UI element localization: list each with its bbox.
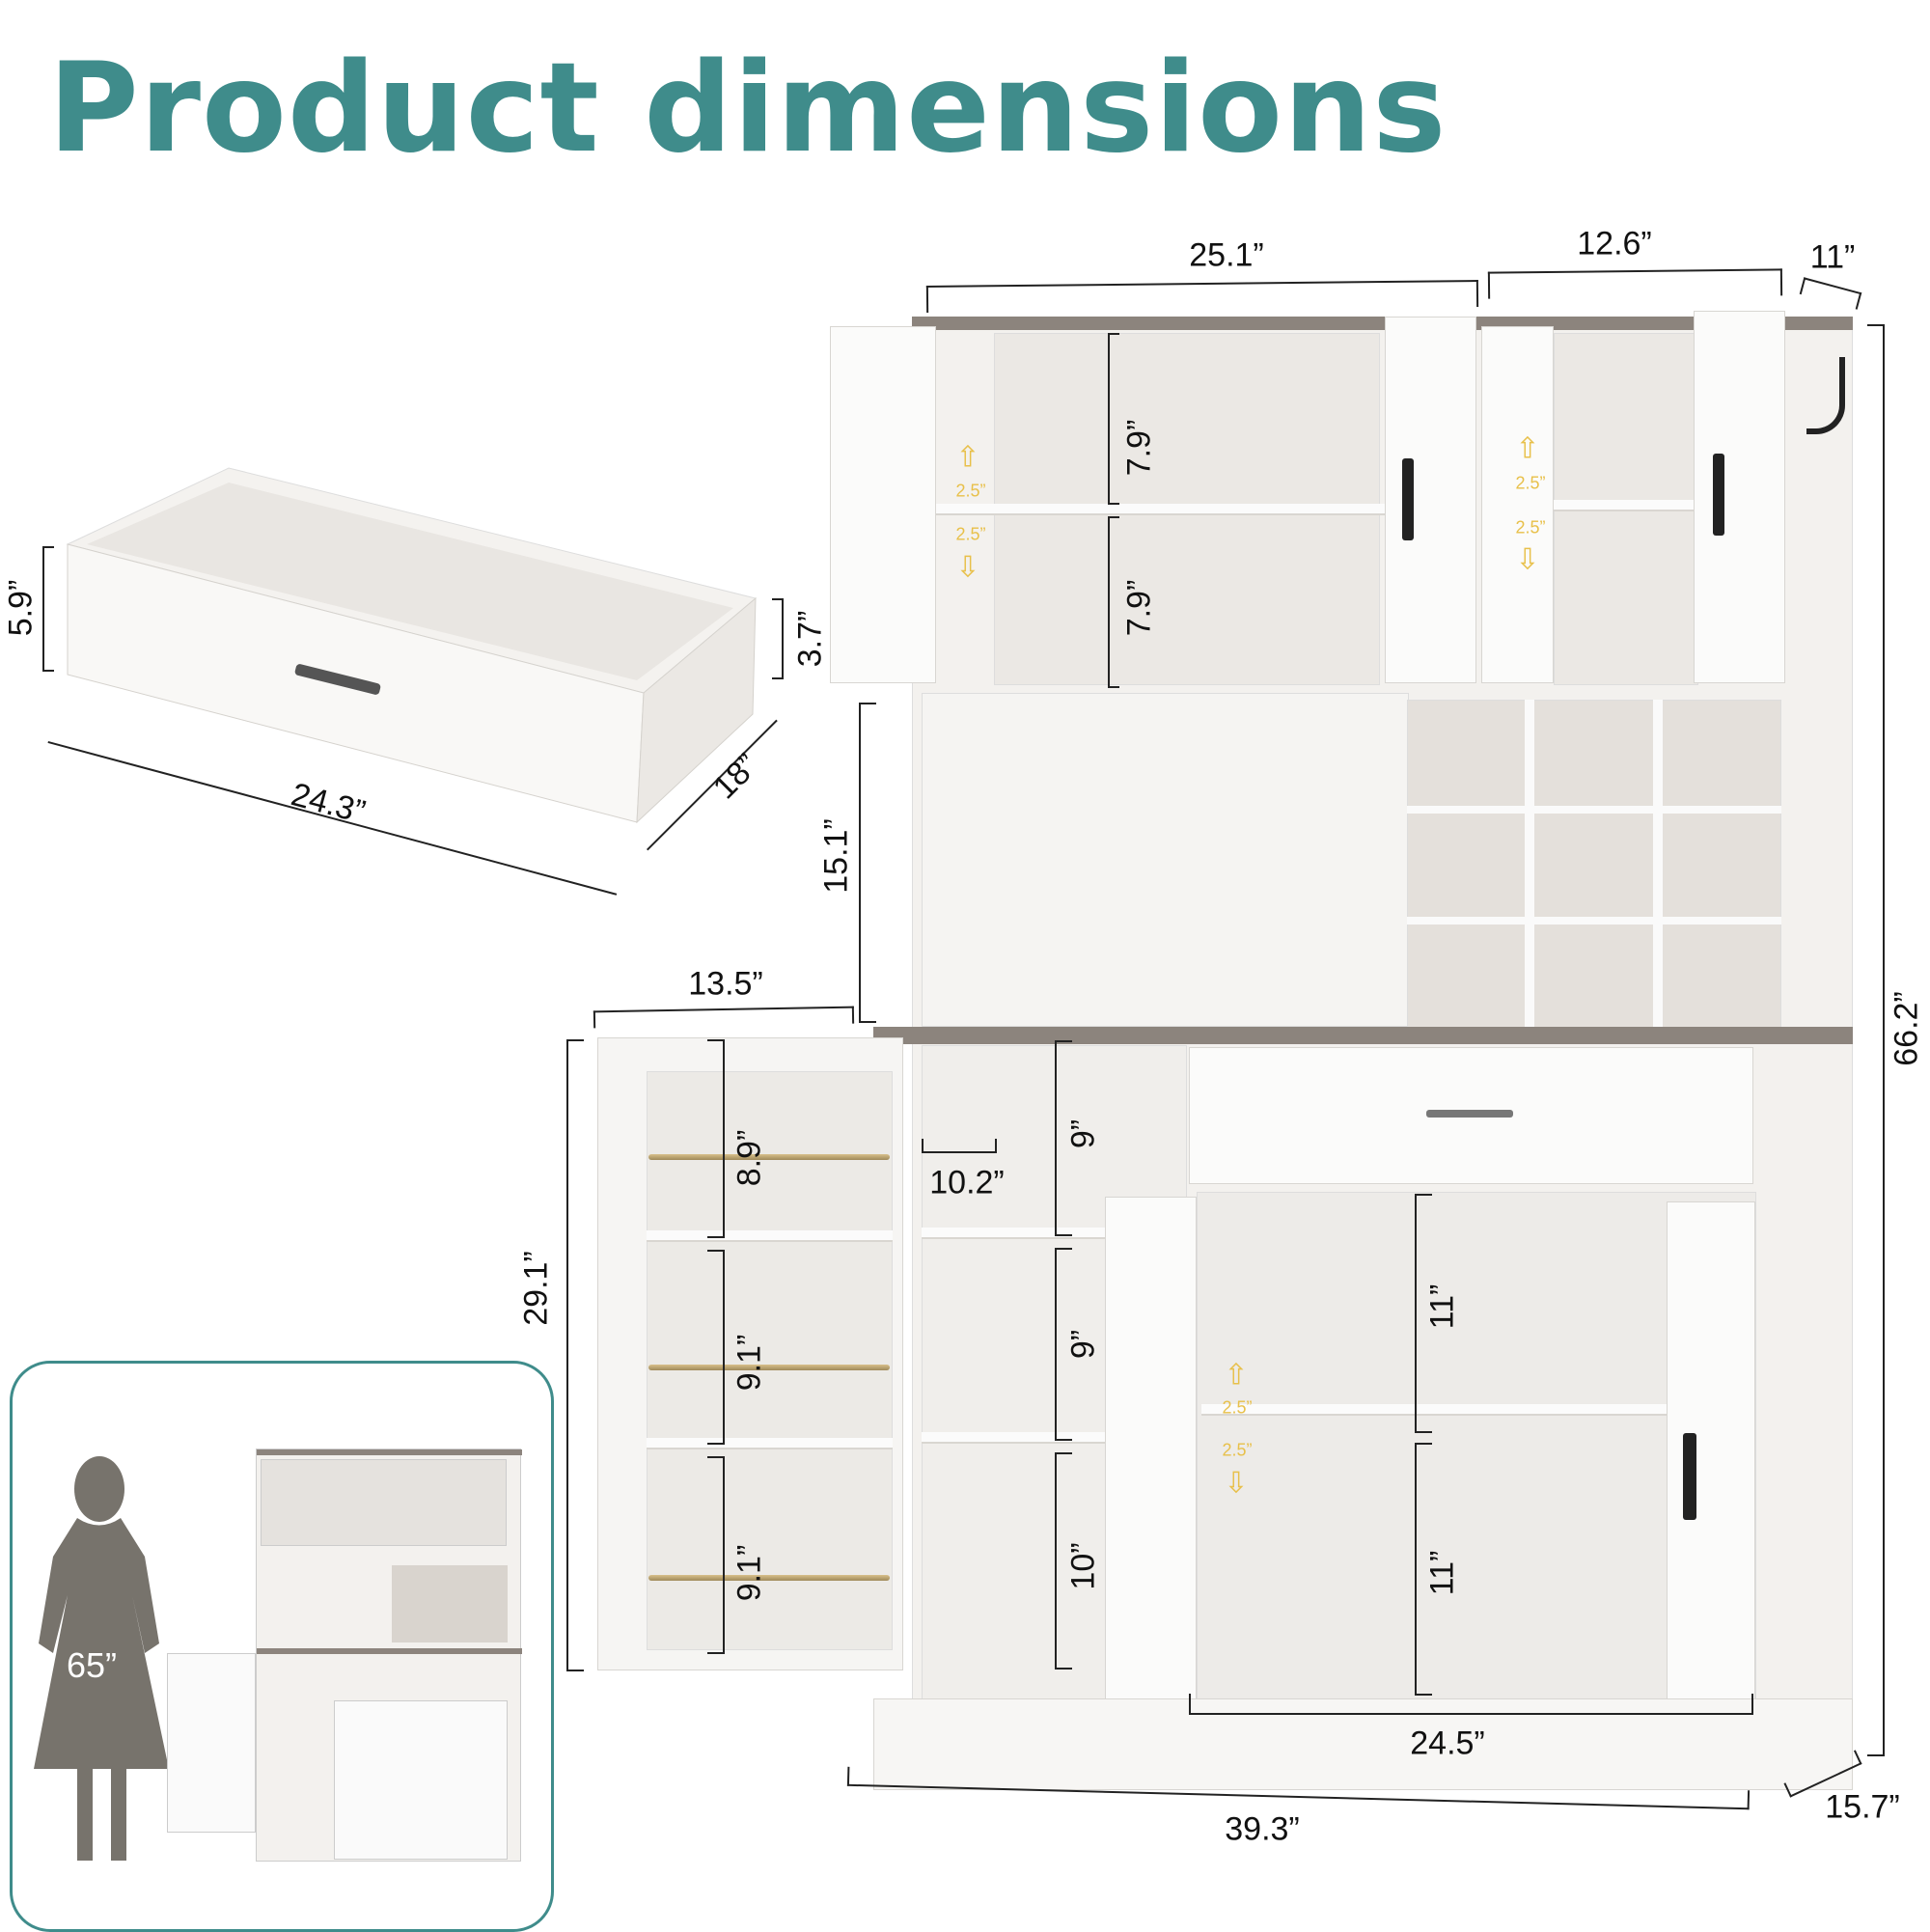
glass-door [1694, 311, 1785, 683]
adjust-label: 2.5” [955, 524, 986, 544]
dim-bracket [1055, 1452, 1072, 1670]
total-width-label: 39.3” [1225, 1810, 1300, 1848]
upper-shelf-top-label: 7.9” [1120, 419, 1158, 477]
dim-bracket [707, 1250, 725, 1445]
arrow-up-icon: ⇧ [955, 441, 980, 474]
dim-bracket [1055, 1040, 1072, 1236]
dim-bracket [566, 1039, 584, 1671]
dim-bracket [1415, 1194, 1432, 1433]
dim-bracket [1108, 516, 1119, 688]
wine-rack [1407, 700, 1781, 1028]
adjust-label: 2.5” [1222, 1397, 1253, 1418]
drawer-inner-height-label: 3.7” [791, 610, 829, 668]
middle-height-label: 15.1” [817, 818, 855, 894]
top-left-width-label: 25.1” [1189, 236, 1264, 274]
arrow-down-icon: ⇩ [955, 551, 980, 584]
dim-bracket [1055, 1248, 1072, 1441]
dim-bracket [925, 280, 1479, 313]
barn-door [1105, 1197, 1197, 1718]
dim-bracket [1487, 268, 1783, 299]
top-depth-label: 11” [1809, 238, 1856, 276]
page-title: Product dimensions [48, 37, 1448, 180]
upper-shelf-bottom-label: 7.9” [1120, 579, 1158, 637]
door-shelf-label: 9.1” [731, 1544, 768, 1602]
glass-door [1385, 317, 1476, 683]
drawer-illustration [66, 467, 758, 824]
arrow-up-icon: ⇧ [1224, 1359, 1249, 1392]
arrow-up-icon: ⇧ [1515, 432, 1540, 465]
lower-shelf-label: 11” [1423, 1283, 1461, 1330]
lower-width-label: 24.5” [1410, 1725, 1485, 1762]
door-height-label: 29.1” [517, 1251, 555, 1326]
dim-bracket [707, 1039, 725, 1238]
drawer-handle [294, 664, 381, 695]
adjust-label: 2.5” [955, 481, 986, 501]
lower-shelf-label: 11” [1423, 1550, 1461, 1596]
side-shelf-label: 10” [1064, 1542, 1102, 1590]
mini-door [167, 1653, 256, 1833]
barn-door [1667, 1201, 1755, 1732]
mini-cabinet [256, 1449, 522, 1862]
side-shelf-label: 9” [1064, 1118, 1102, 1149]
adjust-label: 2.5” [1515, 517, 1546, 538]
door-width-label: 13.5” [688, 965, 763, 1003]
dim-bracket [772, 598, 784, 679]
drawer-height-label: 5.9” [2, 579, 40, 637]
arrow-down-icon: ⇩ [1224, 1467, 1249, 1500]
side-shelf-label: 9” [1064, 1329, 1102, 1360]
dim-bracket [1108, 333, 1119, 505]
dim-bracket [922, 1139, 997, 1153]
glass-door [1481, 326, 1554, 683]
person-silhouette-icon [34, 1456, 169, 1861]
dim-bracket [1415, 1443, 1432, 1696]
top-surface [912, 317, 1853, 330]
scale-inset: 65” [10, 1361, 554, 1932]
person-height-label: 65” [67, 1645, 118, 1685]
top-right-width-label: 12.6” [1577, 225, 1652, 262]
hook-icon [1806, 357, 1845, 434]
dim-bracket [1799, 277, 1862, 310]
dim-bracket [42, 546, 54, 672]
side-width-label: 10.2” [929, 1164, 1005, 1201]
dim-bracket [859, 703, 876, 1023]
total-depth-label: 15.7” [1825, 1788, 1900, 1826]
adjust-label: 2.5” [1515, 473, 1546, 493]
dim-bracket [1189, 1694, 1753, 1715]
door-shelf-label: 8.9” [731, 1129, 768, 1187]
adjust-label: 2.5” [1222, 1440, 1253, 1460]
arrow-down-icon: ⇩ [1515, 543, 1540, 576]
glass-door [830, 326, 936, 683]
dim-bracket [1867, 324, 1885, 1756]
dim-bracket [593, 1006, 855, 1029]
total-height-label: 66.2” [1888, 991, 1925, 1066]
door-shelf-label: 9.1” [731, 1334, 768, 1392]
dim-bracket [707, 1456, 725, 1654]
